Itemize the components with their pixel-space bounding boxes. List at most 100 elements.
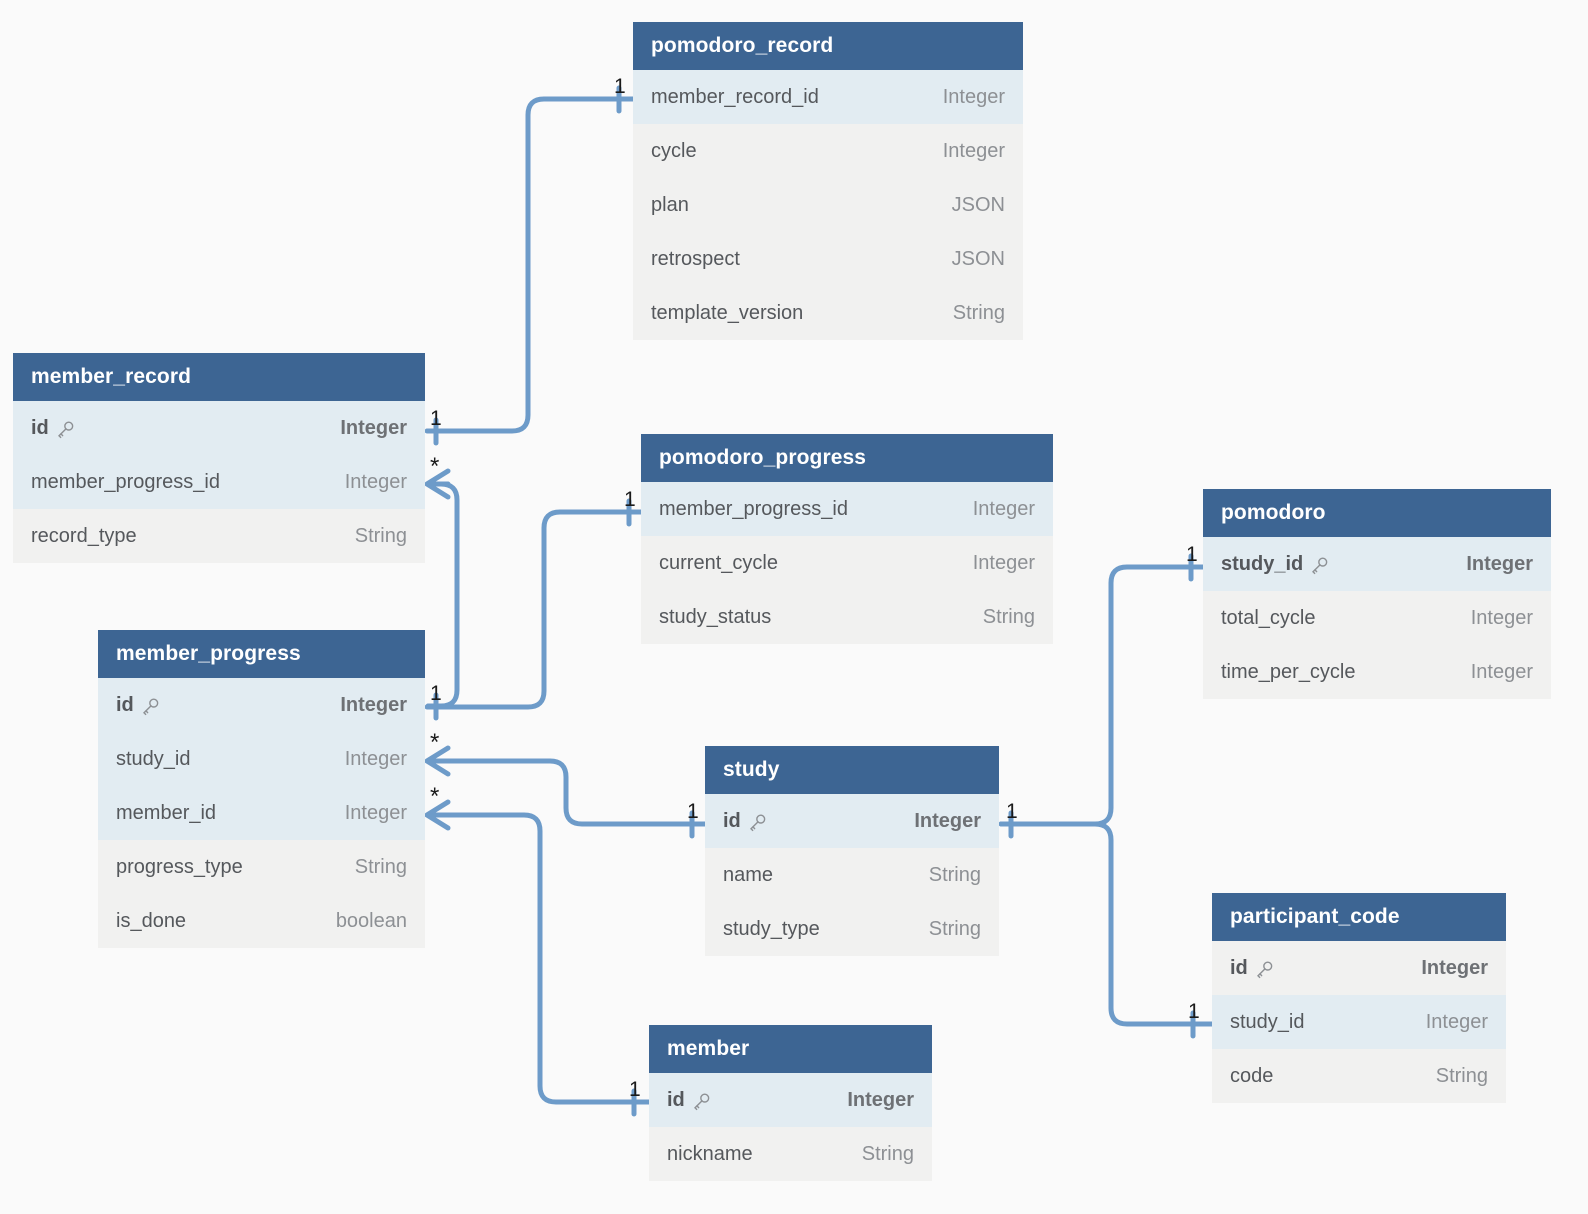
cardinality-label: 1: [430, 407, 442, 430]
key-icon: [748, 813, 767, 832]
field-type: Integer: [1425, 1010, 1488, 1033]
field-row[interactable]: total_cycle Integer: [1203, 591, 1551, 645]
field-row[interactable]: template_version String: [633, 286, 1023, 340]
field-name-text: time_per_cycle: [1221, 660, 1356, 683]
field-row[interactable]: id Integer: [1212, 941, 1506, 995]
field-name: member_record_id: [651, 86, 819, 109]
field-row[interactable]: id Integer: [705, 794, 999, 848]
field-type: Integer: [344, 801, 407, 824]
field-row[interactable]: code String: [1212, 1049, 1506, 1103]
field-name: retrospect: [651, 248, 740, 271]
cardinality-label: 1: [430, 682, 442, 705]
field-name: study_status: [659, 606, 771, 629]
entity-title-member: member: [649, 1025, 932, 1073]
field-type: Integer: [1470, 606, 1533, 629]
field-type: Integer: [1421, 956, 1488, 979]
field-name-text: cycle: [651, 139, 697, 162]
field-row[interactable]: retrospect JSON: [633, 232, 1023, 286]
field-type: Integer: [847, 1088, 914, 1111]
field-row[interactable]: progress_type String: [98, 840, 425, 894]
field-name: member_id: [116, 802, 216, 825]
field-type: Integer: [914, 809, 981, 832]
edge-member_record-to-member_progress: [425, 481, 460, 709]
field-type: Integer: [972, 551, 1035, 574]
field-name: current_cycle: [659, 552, 778, 575]
entity-title-study: study: [705, 746, 999, 794]
field-name: progress_type: [116, 856, 243, 879]
field-type: String: [1435, 1064, 1488, 1087]
field-name-text: retrospect: [651, 247, 740, 270]
field-row[interactable]: id Integer: [649, 1073, 932, 1127]
field-row[interactable]: time_per_cycle Integer: [1203, 645, 1551, 699]
field-name-text: id: [31, 416, 49, 439]
cardinality-label: 1: [614, 75, 626, 98]
field-type: Integer: [1470, 660, 1533, 683]
cardinality-label: 1: [1006, 800, 1018, 823]
field-type: Integer: [344, 747, 407, 770]
field-type: String: [928, 917, 981, 940]
edge-member_progress-to-study: [427, 758, 710, 827]
edge-member_progress-to-pomodoro_progress: [424, 509, 646, 710]
field-name: time_per_cycle: [1221, 661, 1356, 684]
field-name: id: [1230, 957, 1274, 980]
field-type: String: [952, 301, 1005, 324]
field-row[interactable]: study_id Integer: [98, 732, 425, 786]
field-name: nickname: [667, 1143, 753, 1166]
key-icon: [1255, 960, 1274, 979]
field-type: String: [354, 855, 407, 878]
field-name: study_id: [116, 748, 191, 771]
field-type: JSON: [951, 247, 1005, 270]
field-name: study_id: [1221, 553, 1329, 576]
entity-title-pomodoro: pomodoro: [1203, 489, 1551, 537]
field-row[interactable]: member_progress_id Integer: [641, 482, 1053, 536]
field-type: Integer: [972, 497, 1035, 520]
field-name: id: [667, 1089, 711, 1112]
cardinality-label: 1: [1186, 543, 1198, 566]
field-name-text: study_id: [116, 747, 191, 770]
edge-study-to-participant_code: [998, 821, 1217, 1027]
field-name-text: code: [1230, 1064, 1274, 1087]
field-name: id: [31, 417, 75, 440]
field-row[interactable]: member_id Integer: [98, 786, 425, 840]
field-name-text: member_id: [116, 801, 217, 824]
key-icon: [141, 697, 160, 716]
entity-title-participant_code: participant_code: [1212, 893, 1506, 941]
field-name: member_progress_id: [659, 498, 848, 521]
field-name: name: [723, 864, 773, 887]
field-type: boolean: [335, 909, 407, 932]
field-name: id: [723, 810, 767, 833]
field-name-text: template_version: [651, 301, 804, 324]
field-name: cycle: [651, 140, 697, 163]
field-name-text: plan: [651, 193, 689, 216]
field-row[interactable]: current_cycle Integer: [641, 536, 1053, 590]
field-row[interactable]: name String: [705, 848, 999, 902]
field-type: String: [928, 863, 981, 886]
entity-title-member_progress: member_progress: [98, 630, 425, 678]
field-name: total_cycle: [1221, 607, 1316, 630]
